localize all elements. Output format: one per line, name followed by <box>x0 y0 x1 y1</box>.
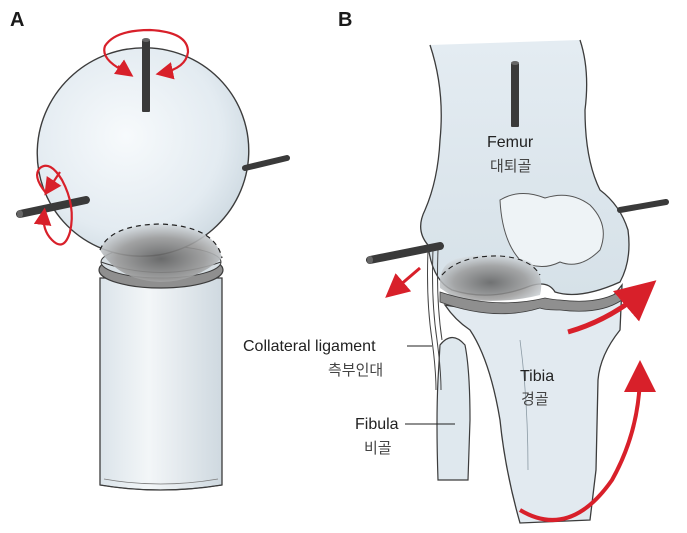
fibula-label-ko: 비골 <box>364 439 392 457</box>
rotation-arrow-top <box>103 28 190 80</box>
femur-label: Femur 대퇴골 <box>487 134 534 175</box>
collateral-ligament-label-ko: 측부인대 <box>328 361 383 379</box>
tibia-label-ko: 경골 <box>521 390 549 408</box>
femur-label-ko: 대퇴골 <box>490 157 531 175</box>
panel-a-letter: A <box>10 9 24 31</box>
panel-b-letter: B <box>338 9 352 31</box>
rotation-arrow-left <box>33 164 73 246</box>
femur-pin <box>511 61 519 127</box>
ball-head <box>36 47 250 282</box>
fibula-bone <box>436 336 471 481</box>
collateral-ligament <box>427 249 443 391</box>
vertical-pin <box>142 38 150 112</box>
panel-b: B <box>243 9 669 524</box>
femur-bone <box>420 39 630 301</box>
rotation-arrow-tibia <box>567 280 657 335</box>
collateral-ligament-label: Collateral ligament 측부인대 <box>243 338 432 379</box>
collateral-ligament-label-en: Collateral ligament <box>243 338 376 355</box>
panel-a: A <box>10 9 290 491</box>
tibia-pin <box>366 242 444 264</box>
fibula-label-en: Fibula <box>355 416 399 433</box>
femur-side-pin <box>617 199 669 213</box>
shaft-bone <box>99 277 223 491</box>
femur-label-en: Femur <box>487 134 534 151</box>
left-pin <box>16 196 90 218</box>
tibia-label: Tibia 경골 <box>520 368 554 408</box>
rotation-arrow-small <box>385 266 421 298</box>
tibia-label-en: Tibia <box>520 368 554 385</box>
fibula-label: Fibula 비골 <box>355 416 455 457</box>
rotation-arrow-large <box>518 360 656 522</box>
right-pin <box>242 155 290 171</box>
